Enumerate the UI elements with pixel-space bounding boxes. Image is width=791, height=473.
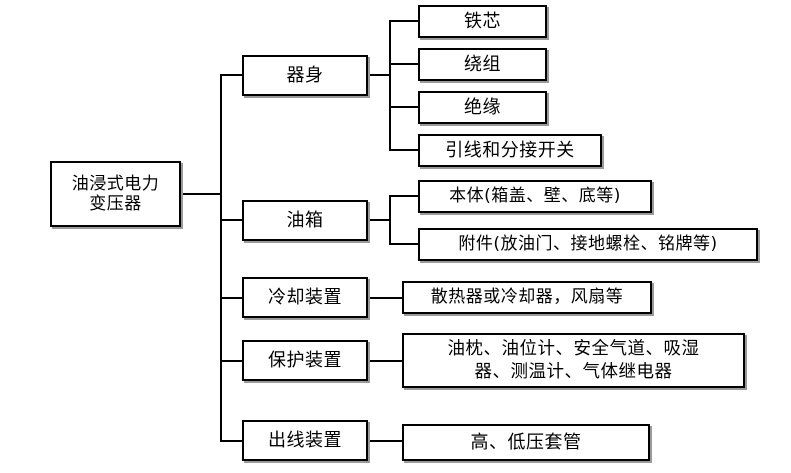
edge-trunk-to-branch-4	[220, 360, 243, 362]
node-branch-3-label: 冷却装置	[268, 286, 342, 308]
node-branch-2-child-2-label: 附件(放油门、接地螺栓、铭牌等)	[458, 234, 718, 255]
node-branch-3-child-1: 散热器或冷却器，风扇等	[402, 281, 652, 314]
edge-trunk-to-branch-1	[220, 74, 243, 76]
edge-subtrunk-1	[389, 21, 391, 150]
node-branch-5-child-1: 高、低压套管	[402, 424, 650, 461]
node-branch-2-child-1: 本体(箱盖、壁、底等)	[418, 180, 652, 213]
edge-branch-5-to-child-1	[368, 440, 403, 442]
node-branch-4-child-1: 油枕、油位计、安全气道、吸湿 器、测温计、气体继电器	[402, 333, 745, 388]
edge-subtrunk-2-to-child-2	[389, 243, 419, 245]
edge-branch-1-to-subtrunk	[368, 74, 391, 76]
node-root: 油浸式电力 变压器	[50, 161, 181, 227]
edge-main-trunk	[220, 75, 222, 442]
edge-subtrunk-1-to-child-1	[389, 20, 419, 22]
edge-subtrunk-1-to-child-3	[389, 106, 419, 108]
edge-subtrunk-2-to-child-1	[389, 195, 419, 197]
node-branch-1-child-4-label: 引线和分接开关	[445, 139, 575, 161]
node-branch-2-label: 油箱	[286, 209, 324, 231]
node-branch-2-child-1-label: 本体(箱盖、壁、底等)	[449, 186, 621, 207]
edge-trunk-to-branch-5	[220, 440, 243, 442]
node-branch-1-child-1-label: 铁芯	[464, 10, 501, 32]
node-branch-1-child-3: 绝缘	[418, 91, 547, 124]
node-branch-1-child-1: 铁芯	[418, 5, 547, 38]
edge-trunk-to-branch-3	[220, 297, 243, 299]
node-branch-2-child-2: 附件(放油门、接地螺栓、铭牌等)	[418, 228, 758, 261]
edge-subtrunk-1-to-child-2	[389, 63, 419, 65]
edge-branch-2-to-subtrunk	[368, 219, 391, 221]
node-branch-5-child-1-label: 高、低压套管	[470, 431, 582, 453]
node-branch-2: 油箱	[242, 200, 368, 241]
node-branch-3-child-1-label: 散热器或冷却器，风扇等	[430, 287, 624, 308]
edge-trunk-to-branch-2	[220, 219, 243, 221]
node-branch-1-child-4: 引线和分接开关	[418, 134, 602, 167]
edge-root-to-trunk	[181, 193, 221, 195]
edge-branch-3-to-child-1	[368, 297, 403, 299]
node-branch-3: 冷却装置	[242, 277, 368, 318]
node-branch-4: 保护装置	[242, 340, 368, 381]
node-branch-1: 器身	[242, 55, 368, 96]
node-branch-1-child-2: 绕组	[418, 48, 547, 81]
node-branch-5: 出线装置	[242, 420, 368, 461]
node-branch-5-label: 出线装置	[268, 429, 342, 451]
node-root-label: 油浸式电力 变压器	[71, 173, 160, 214]
node-branch-4-label: 保护装置	[268, 349, 342, 371]
node-branch-4-child-1-label: 油枕、油位计、安全气道、吸湿 器、测温计、气体继电器	[447, 339, 700, 382]
edge-subtrunk-2	[389, 196, 391, 244]
edge-branch-4-to-child-1	[368, 360, 403, 362]
node-branch-1-child-3-label: 绝缘	[464, 96, 501, 118]
node-branch-1-label: 器身	[286, 64, 324, 86]
edge-subtrunk-1-to-child-4	[389, 149, 419, 151]
node-branch-1-child-2-label: 绕组	[464, 53, 501, 75]
